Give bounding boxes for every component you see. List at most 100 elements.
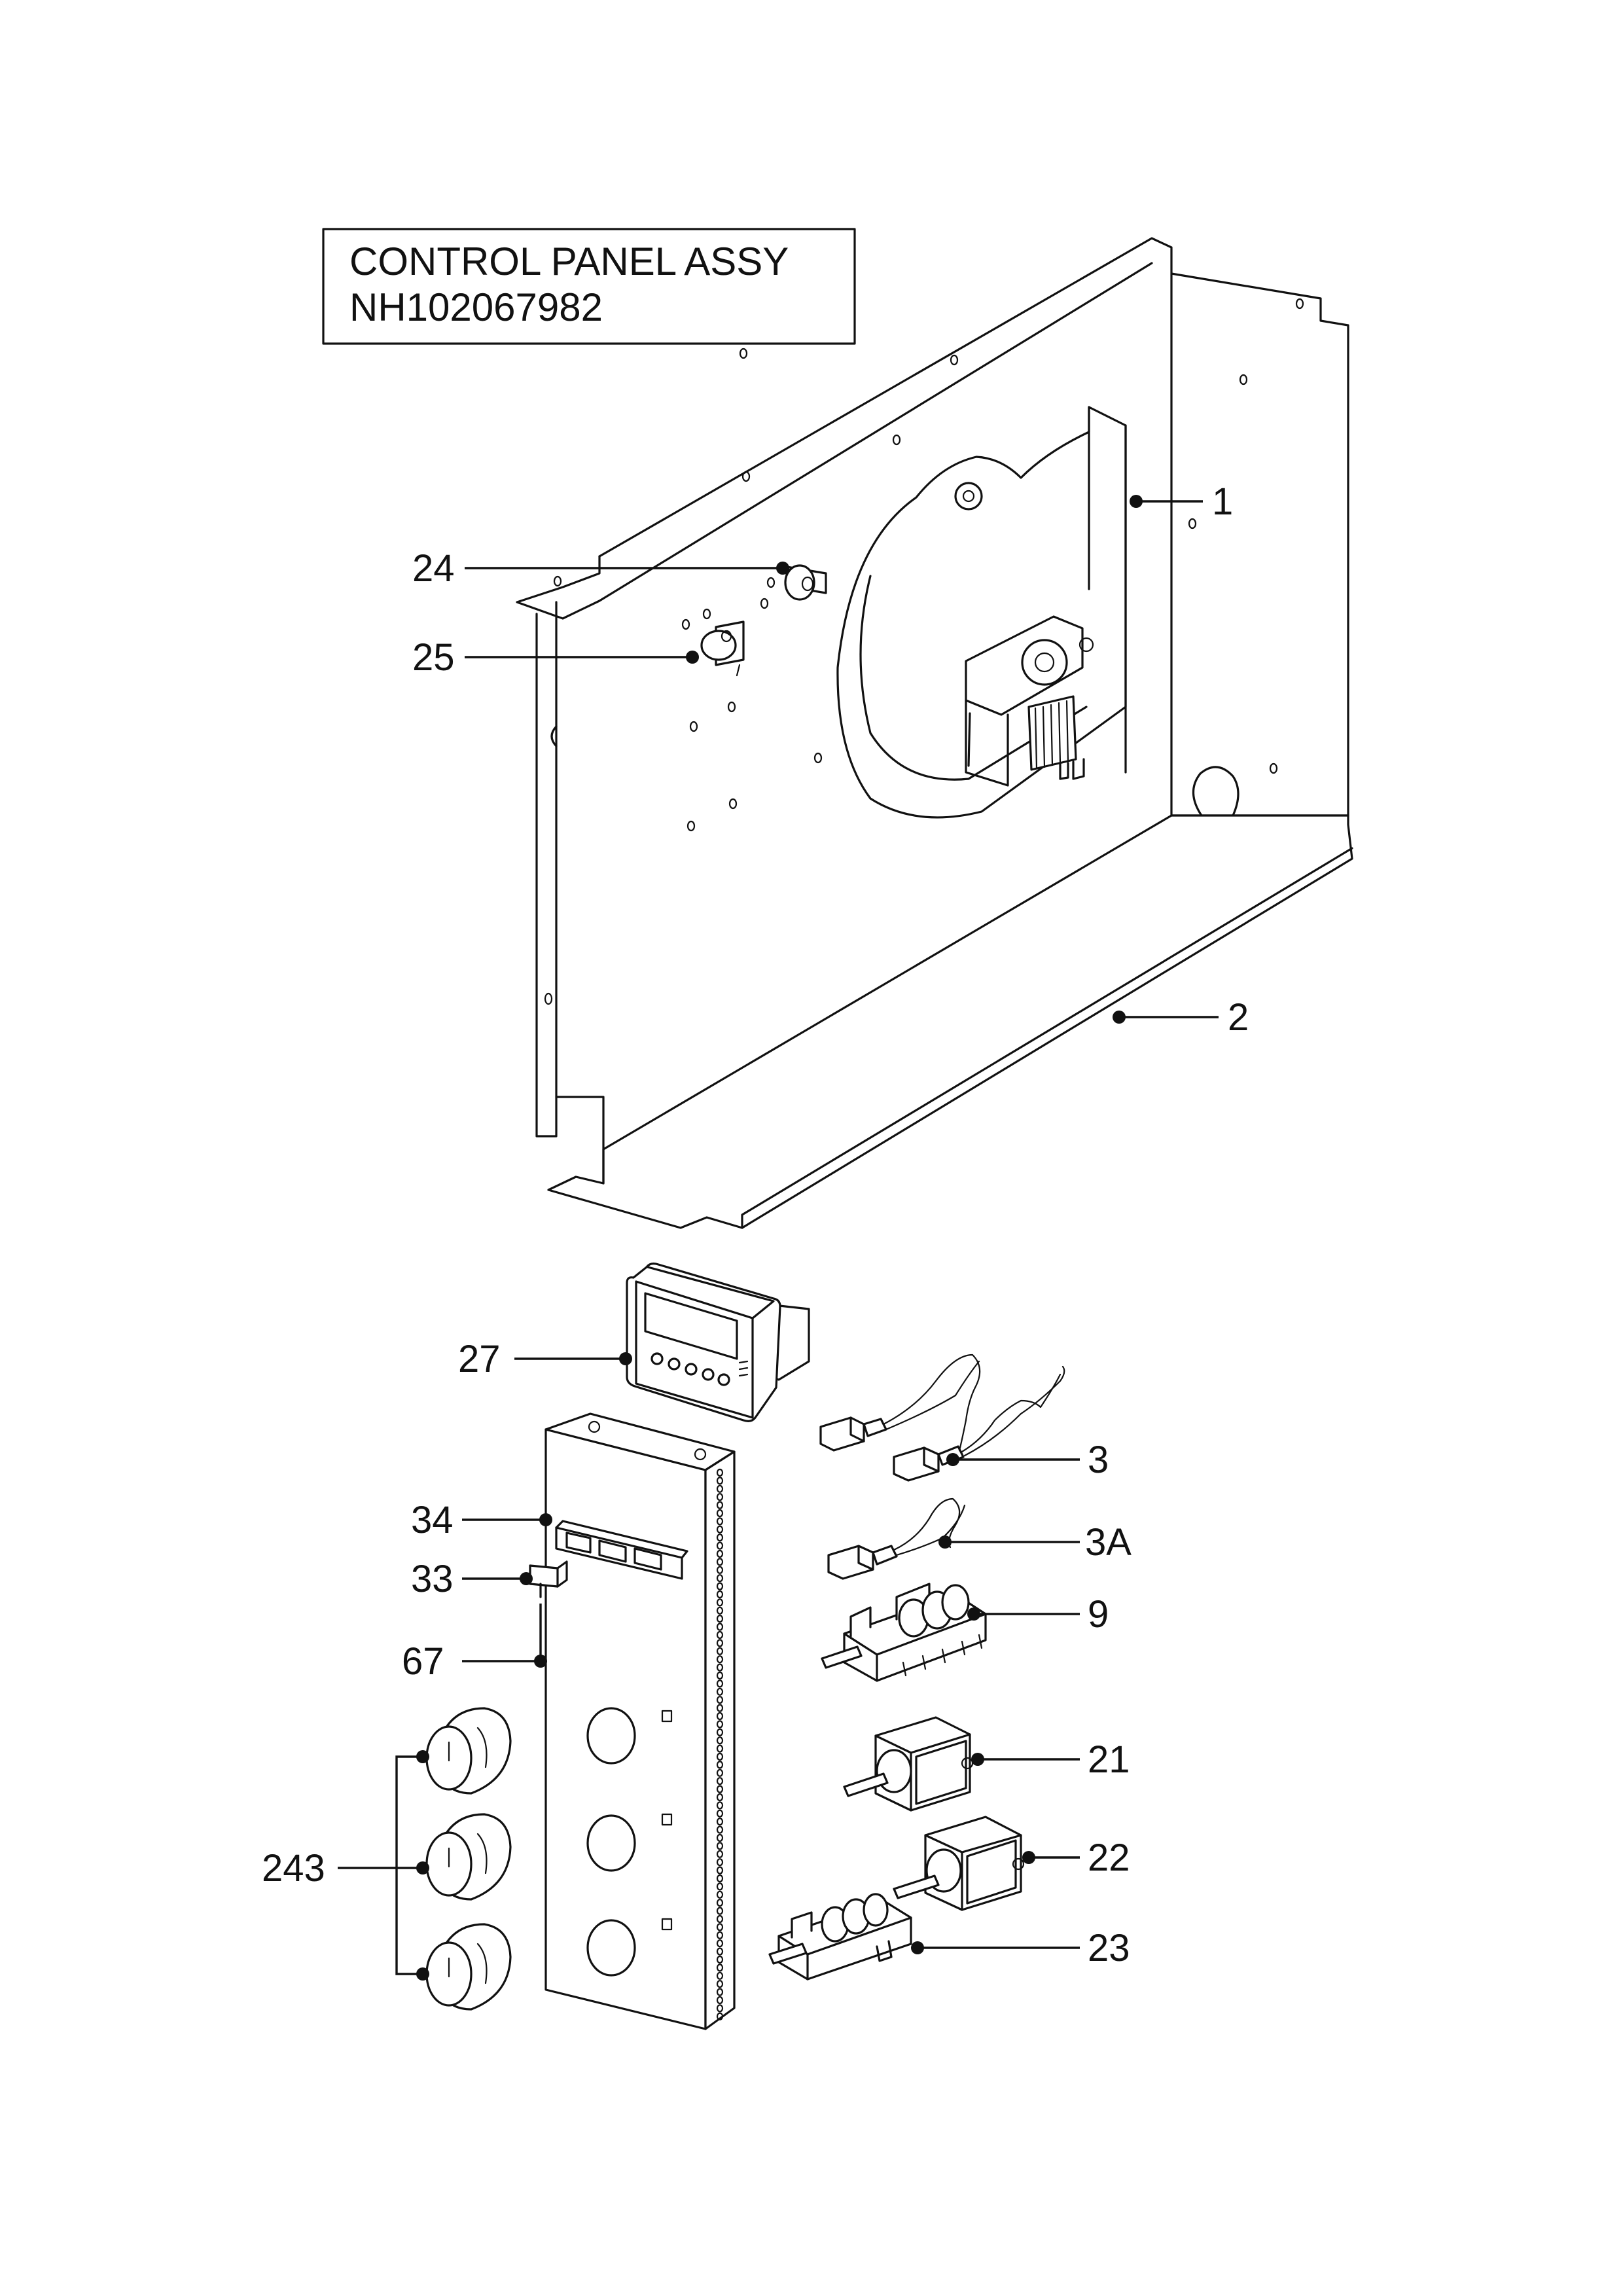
callout-leaders	[338, 495, 1219, 1981]
timer-part-27	[626, 1263, 810, 1422]
switch-9-cam-3	[941, 1584, 970, 1621]
perforation-hole	[716, 1630, 724, 1640]
fascia-top-hole-left	[588, 1420, 601, 1433]
perforation-hole	[716, 1768, 724, 1777]
regulator-22-screw	[1012, 1857, 1025, 1871]
perforation-hole	[716, 1671, 724, 1680]
perforation-hole	[716, 1971, 724, 1980]
switch-9-shaft	[821, 1645, 863, 1669]
motor-terminal-2	[1059, 762, 1069, 780]
leader-dot-243-b	[416, 1861, 429, 1874]
sensor-3a-sleeve	[872, 1545, 898, 1566]
leader-dot-22	[1022, 1851, 1035, 1864]
tray-outline	[547, 814, 1353, 1229]
perforation-hole	[716, 1484, 724, 1493]
switch-9-edges	[843, 1613, 987, 1682]
perforation-hole	[716, 1899, 724, 1907]
perforation-hole	[716, 1825, 724, 1834]
callout-3a: 3A	[1085, 1521, 1132, 1564]
perforation-hole	[716, 1712, 724, 1721]
tray-lip	[741, 847, 1353, 1229]
fascia-panel-part-67	[544, 1412, 736, 2030]
perforation-hole	[716, 1549, 724, 1558]
callout-67: 67	[402, 1640, 444, 1683]
callout-24: 24	[412, 547, 455, 590]
leader-dot-3	[946, 1453, 959, 1466]
callout-2: 2	[1228, 996, 1249, 1039]
motor-bracket-side	[965, 699, 1009, 787]
regulator-21-face	[915, 1740, 967, 1805]
perforation-hole	[716, 1696, 724, 1704]
perforation-hole	[716, 1955, 724, 1964]
perforation-hole	[716, 1785, 724, 1793]
title-box: CONTROL PANEL ASSY NH102067982	[322, 228, 856, 345]
perforation-hole	[716, 1761, 724, 1769]
perforation-hole	[716, 1923, 724, 1931]
bottom-tray-part-2	[547, 814, 1353, 1229]
callout-34: 34	[411, 1499, 454, 1541]
sensor-3-wire-4	[963, 1365, 1065, 1457]
fascia-knob-hole-3	[586, 1919, 636, 1977]
perforation-hole	[716, 1842, 724, 1850]
motor-hub	[1021, 639, 1068, 686]
perforation-hole	[716, 1882, 724, 1891]
perforation-hole	[716, 1907, 724, 1915]
title-frame	[322, 228, 856, 345]
switch-9-terminals	[902, 1634, 983, 1677]
leader-dot-243-c	[416, 1967, 429, 1981]
perforation-hole	[716, 1704, 724, 1712]
sensor-3a-plug	[827, 1545, 874, 1580]
right-notch	[1192, 766, 1240, 817]
perforation-hole	[716, 1606, 724, 1615]
fascia-side-perforations	[716, 1468, 724, 2020]
perforation-hole	[716, 1801, 724, 1810]
perforation-hole	[716, 1647, 724, 1655]
perforation-hole	[716, 1558, 724, 1566]
perforation-hole	[716, 1663, 724, 1672]
perforation-hole	[716, 1964, 724, 1972]
perforation-hole	[716, 1728, 724, 1736]
perforation-hole	[716, 1517, 724, 1526]
rear-panel-part-1	[516, 237, 1349, 1151]
thermostat-part-24	[783, 562, 827, 601]
perforation-hole	[716, 1623, 724, 1631]
perforation-hole	[716, 1615, 724, 1623]
perforation-hole	[716, 1477, 724, 1485]
perforation-hole	[716, 1525, 724, 1534]
callout-9: 9	[1088, 1593, 1109, 1636]
sensor-3a-wire-2	[895, 1504, 966, 1556]
callout-21: 21	[1088, 1738, 1130, 1781]
lens-strip-part-34	[555, 1520, 688, 1580]
leader-dot-34	[539, 1513, 552, 1526]
switch-9-mount	[849, 1606, 872, 1638]
sensor-part-3	[819, 1354, 1065, 1482]
perforation-hole	[716, 1655, 724, 1664]
fan-scroll-inner	[859, 575, 1088, 781]
clip-body	[529, 1564, 559, 1588]
leader-dot-33	[520, 1572, 533, 1585]
timer-27-buttons	[651, 1352, 730, 1386]
lens-window-2	[598, 1539, 627, 1563]
lens-strip-top	[555, 1520, 688, 1559]
perforation-hole	[716, 1509, 724, 1518]
sensor-3-wire-2	[885, 1360, 980, 1431]
callout-3: 3	[1088, 1439, 1109, 1481]
perforation-hole	[716, 1541, 724, 1550]
leader-dot-25	[686, 651, 699, 664]
fan-scroll-housing	[836, 406, 1127, 819]
fascia-indicator-1	[661, 1710, 673, 1723]
sensor-3-plug-b-edge	[923, 1446, 940, 1473]
leader-dot-3a	[938, 1535, 952, 1549]
regulator-part-22	[893, 1816, 1025, 1911]
fan-mount-hole-inner	[962, 490, 975, 503]
leader-dot-23	[911, 1941, 924, 1954]
panel-holes	[544, 298, 1304, 1005]
perforation-hole	[716, 1980, 724, 1988]
callout-25: 25	[412, 636, 455, 679]
perforation-hole	[716, 1744, 724, 1753]
perforation-hole	[716, 1793, 724, 1802]
perforation-hole	[716, 2004, 724, 2013]
switch-23-edges	[777, 1916, 912, 1981]
thermostat-25-tab	[736, 664, 741, 677]
